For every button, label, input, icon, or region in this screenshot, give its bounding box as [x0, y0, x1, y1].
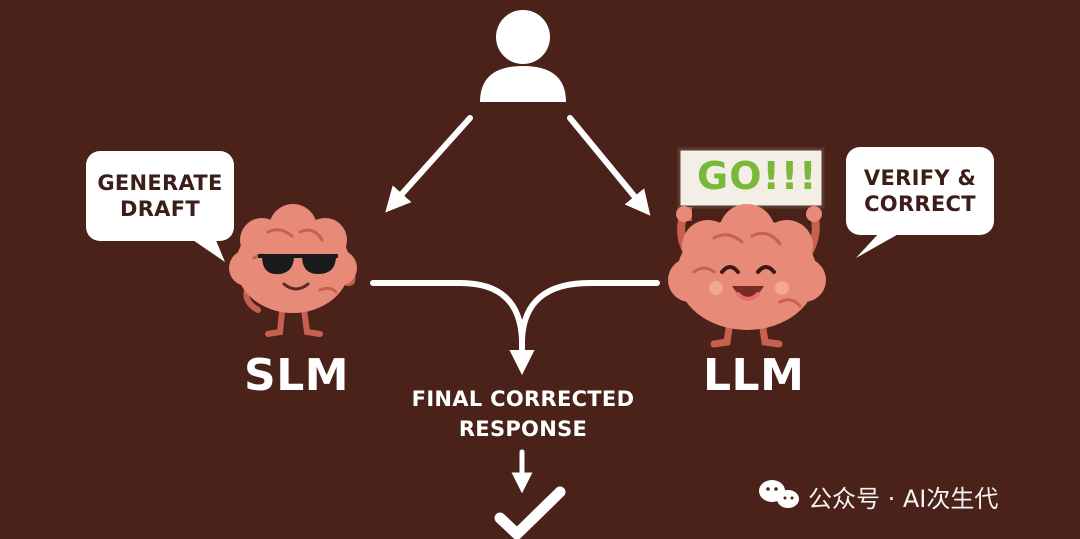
- watermark: 公众号 · AI次生代: [808, 479, 998, 514]
- arrow-user-to-slm: [385, 115, 473, 213]
- arrow-slm-merge: [370, 280, 525, 343]
- llm-bubble-line2: CORRECT: [864, 192, 976, 216]
- arrow-user-to-llm: [567, 115, 651, 216]
- slm-speech-bubble: GENERATE DRAFT: [86, 151, 234, 241]
- slm-brain-character: [229, 204, 357, 337]
- watermark-text: 公众号 · AI次生代: [808, 485, 999, 513]
- wechat-icon: [759, 480, 799, 508]
- slm-bubble-line2: DRAFT: [119, 197, 201, 221]
- final-response-line1: FINAL CORRECTED: [411, 387, 635, 411]
- llm-sign: [677, 147, 825, 221]
- llm-bubble-line1: VERIFY &: [863, 166, 977, 190]
- llm-sign-text: GO!!!: [697, 154, 818, 198]
- arrow-llm-merge: [519, 280, 660, 343]
- llm-label: LLM: [703, 350, 805, 401]
- user-icon: [480, 10, 566, 102]
- final-response-label: FINAL CORRECTED RESPONSE: [392, 384, 654, 444]
- llm-bubble-tail: [856, 232, 902, 258]
- slm-bubble-line1: GENERATE: [97, 171, 223, 195]
- slm-label: SLM: [244, 350, 350, 401]
- llm-speech-bubble: VERIFY & CORRECT: [846, 147, 994, 235]
- final-response-line2: RESPONSE: [458, 417, 588, 441]
- checkmark-icon: [494, 486, 566, 539]
- llm-brain-character: [668, 204, 826, 348]
- sunglasses-icon: [258, 254, 338, 275]
- slm-bubble-tail: [190, 238, 225, 262]
